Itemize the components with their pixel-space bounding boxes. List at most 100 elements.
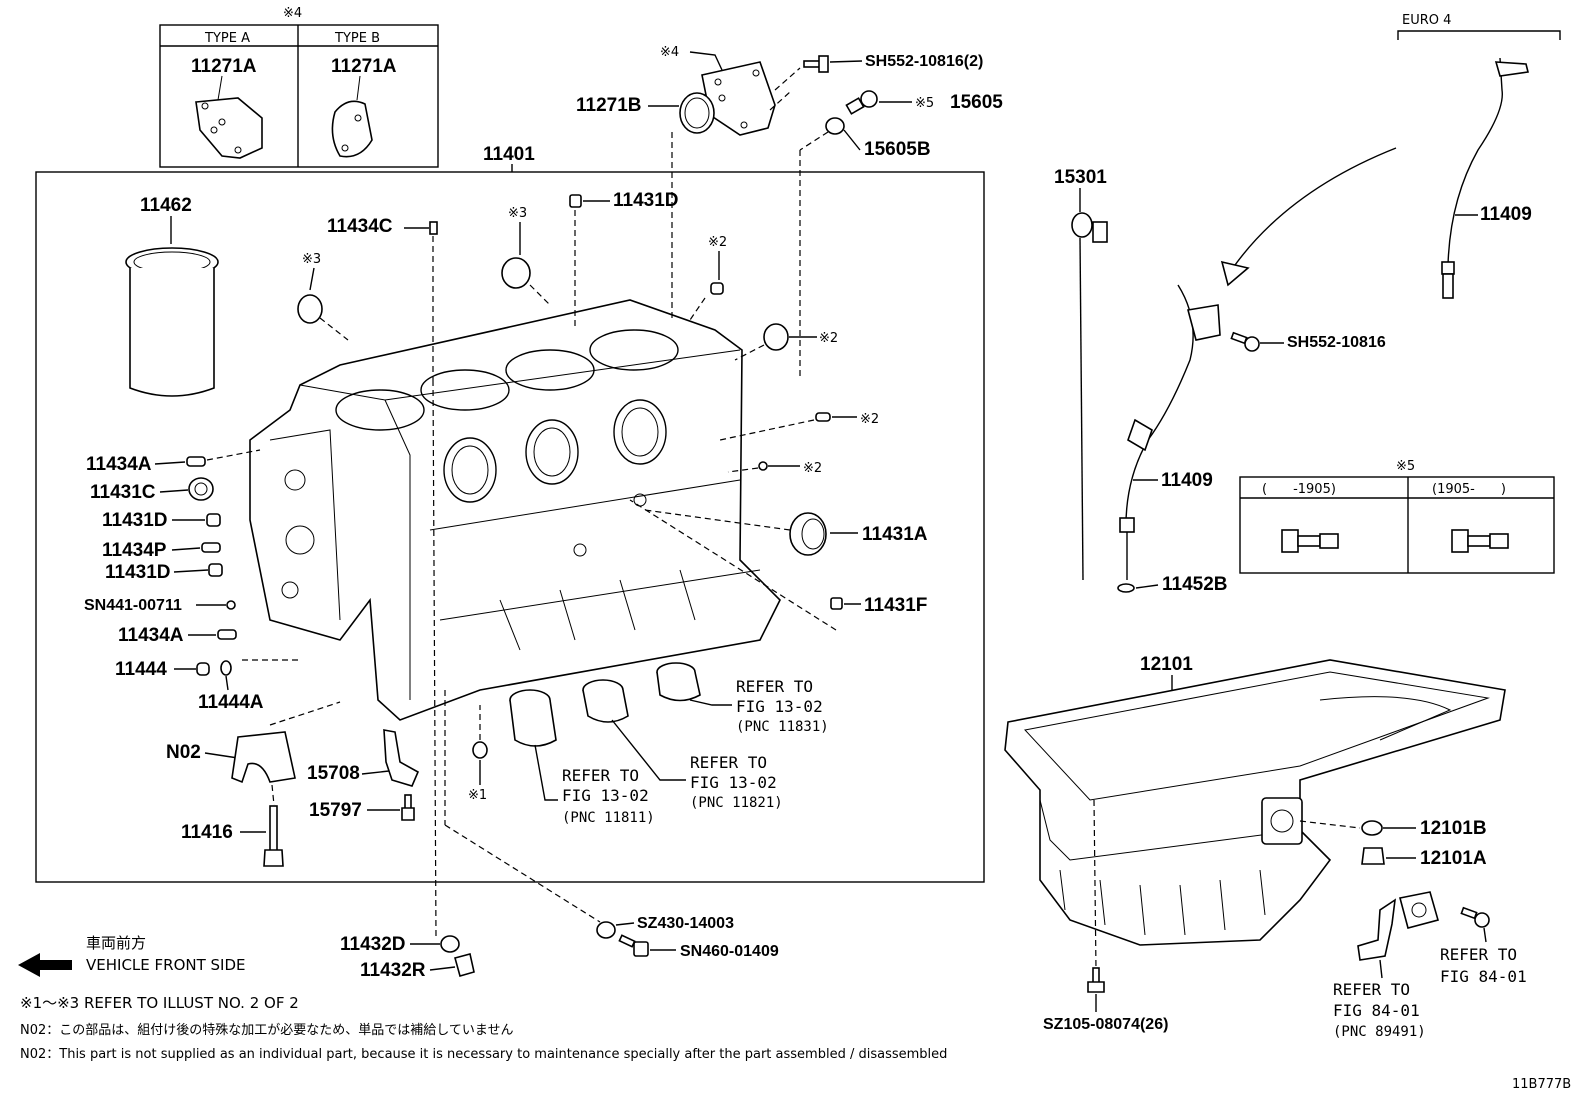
svg-text:(PNC 11811): (PNC 11811) [562, 810, 655, 826]
part-sz430-14003: SZ430-14003 [637, 915, 734, 932]
part-11431a: 11431A [862, 524, 928, 545]
note-2-mid: ※2 [860, 412, 879, 427]
cover-plate-icon [701, 61, 776, 136]
oil-jet-bolt-old-icon [1281, 529, 1339, 553]
front-label-en: VEHICLE FRONT SIDE [86, 956, 246, 974]
bolt-sensor-icon [1460, 906, 1490, 928]
part-11431d-1: 11431D [102, 510, 168, 531]
type-table: ※4 TYPE A TYPE B 11271A 11271A [159, 6, 439, 168]
bolt-sh552-icon [803, 55, 829, 73]
part-11444: 11444 [115, 659, 167, 680]
part-sh552-10816-2: SH552-10816(2) [865, 53, 983, 70]
bolt-11416-icon [263, 805, 284, 867]
part-11431f: 11431F [864, 595, 927, 616]
svg-text:REFER TO: REFER TO [1333, 980, 1410, 999]
part-11432r: 11432R [360, 960, 426, 981]
part-11271b: 11271B [576, 95, 642, 116]
dipstick-guide-icon [1119, 284, 1221, 580]
type-b-header: TYPE B [334, 31, 380, 46]
part-12101: 12101 [1140, 654, 1193, 675]
svg-text:REFER TO: REFER TO [736, 677, 813, 696]
refer-fig-13-02-pnc-11831: REFER TO FIG 13-02 (PNC 11831) [736, 677, 829, 735]
refer-fig-84-01-pnc-89491: REFER TO FIG 84-01 (PNC 89491) [1333, 980, 1426, 1040]
bolt-guide-icon [1230, 331, 1260, 352]
note-2-right: ※2 [819, 331, 838, 346]
type-note: ※4 [283, 6, 302, 21]
euro4-label: EURO 4 [1402, 13, 1451, 28]
cylinder-block-drawing [249, 299, 781, 721]
note-5: ※5 [915, 96, 934, 111]
part-11462: 11462 [140, 195, 192, 216]
part-11432d: 11432D [340, 934, 406, 955]
bolt-sn460-icon [618, 934, 649, 957]
engine-block-frame [35, 171, 985, 883]
note-1: ※1 [468, 788, 487, 803]
svg-text:FIG 13-02: FIG 13-02 [690, 773, 777, 792]
part-15301: 15301 [1054, 167, 1107, 188]
cover-plate-type-a-icon [195, 97, 263, 159]
part-15797: 15797 [309, 800, 362, 821]
front-arrow-icon [18, 953, 72, 977]
part-11431c: 11431C [90, 482, 156, 503]
note-refer-illust: ※1～※3 REFER TO ILLUST NO. 2 OF 2 [20, 994, 299, 1012]
part-n02: N02 [166, 742, 201, 763]
part-12101a: 12101A [1420, 848, 1487, 869]
cylinder-liner-icon [125, 247, 219, 397]
col-right-header: (1905- ) [1432, 482, 1506, 497]
part-sn460-01409: SN460-01409 [680, 943, 779, 960]
oil-level-sensor-icon [1357, 891, 1439, 961]
part-11431d-top: 11431D [613, 190, 679, 211]
part-11434p: 11434P [102, 540, 167, 561]
svg-text:REFER TO: REFER TO [690, 753, 767, 772]
type-a-header: TYPE A [204, 31, 250, 46]
part-15605b: 15605B [864, 139, 931, 160]
part-11444a: 11444A [198, 692, 264, 713]
drawing-number: 11B777B [1512, 1077, 1571, 1092]
oil-jet-bolt-icon [845, 90, 878, 115]
part-15708: 15708 [307, 763, 360, 784]
part-sn441-00711: SN441-00711 [84, 597, 182, 614]
part-11401: 11401 [483, 144, 535, 165]
note-2-low: ※2 [803, 461, 822, 476]
part-sh552-10816: SH552-10816 [1287, 334, 1386, 351]
part-11409-mid: 11409 [1161, 470, 1213, 491]
note-2-top: ※2 [708, 235, 727, 250]
refer-fig-13-02-pnc-11821: REFER TO FIG 13-02 (PNC 11821) [690, 753, 783, 811]
refer-fig-13-02-pnc-11811: REFER TO FIG 13-02 (PNC 11811) [562, 766, 655, 826]
type-5-table: ※5 ( -1905) (1905- ) [1239, 459, 1555, 574]
part-11271a-type-b: 11271A [331, 56, 397, 77]
note-4: ※4 [660, 45, 679, 60]
part-11409-top: 11409 [1480, 204, 1532, 225]
refer-fig-84-01: REFER TO FIG 84-01 [1440, 945, 1527, 986]
part-11452b: 11452B [1162, 574, 1228, 595]
part-12101b: 12101B [1420, 818, 1487, 839]
oil-jet-icon [383, 729, 420, 787]
part-11416: 11416 [181, 822, 233, 843]
svg-text:REFER TO: REFER TO [1440, 945, 1517, 964]
svg-text:(PNC 11821): (PNC 11821) [690, 795, 783, 811]
note-5-table: ※5 [1396, 459, 1415, 474]
part-11434c: 11434C [327, 216, 393, 237]
part-11431d-2: 11431D [105, 562, 171, 583]
oil-jet-bolt-new-icon [1451, 529, 1509, 553]
part-11271a-type-a: 11271A [191, 56, 257, 77]
cover-plate-type-b-icon [331, 100, 373, 158]
arrow-indicator-icon [1220, 260, 1250, 287]
bearing-cap-icon [231, 731, 296, 784]
dipstick-guide-euro4-icon [1441, 57, 1529, 299]
svg-text:(PNC 89491): (PNC 89491) [1333, 1024, 1426, 1040]
bolt-sz105-icon [1087, 967, 1105, 993]
part-sz105-08074-26: SZ105-08074(26) [1043, 1016, 1168, 1033]
part-15605: 15605 [950, 92, 1003, 113]
svg-text:FIG 84-01: FIG 84-01 [1333, 1001, 1420, 1020]
part-11434a-2: 11434A [118, 625, 184, 646]
vehicle-front-legend: 車両前方 VEHICLE FRONT SIDE [18, 934, 246, 977]
svg-text:FIG 84-01: FIG 84-01 [1440, 967, 1527, 986]
note-n02-jp: N02：この部品は、組付け後の特殊な加工が必要なため、単品では補給していません [20, 1022, 514, 1038]
svg-text:FIG 13-02: FIG 13-02 [736, 697, 823, 716]
svg-text:(PNC 11831): (PNC 11831) [736, 719, 829, 735]
note-3-left: ※3 [302, 252, 321, 267]
part-11434a-1: 11434A [86, 454, 152, 475]
front-label-jp: 車両前方 [86, 934, 146, 952]
